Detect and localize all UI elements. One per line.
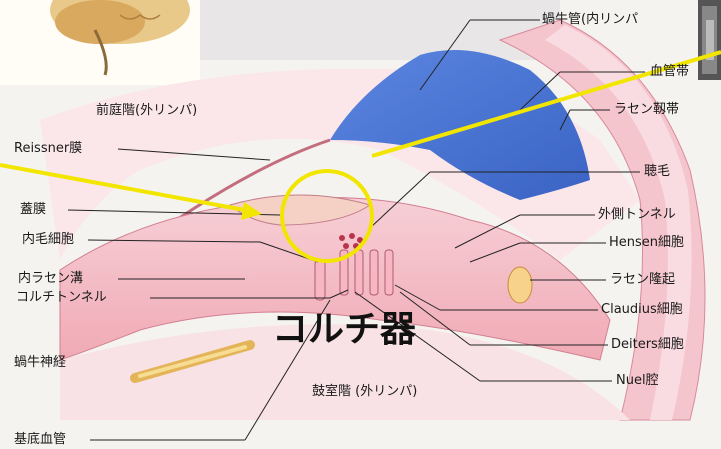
label-inner-spiral-sulcus: 内ラセン溝 (18, 271, 83, 287)
label-tectorial-membrane: 蓋膜 (20, 202, 46, 218)
label-basilar-vessel: 基底血管 (14, 432, 66, 448)
brain-thumbnail (0, 0, 200, 85)
label-hensen-cells: Hensen細胞 (609, 235, 684, 251)
label-nuel-space: Nuel腔 (616, 373, 659, 389)
label-stereocilia: 聴毛 (644, 164, 670, 180)
label-scala-tympani: 鼓室階 (外リンパ) (312, 384, 417, 400)
label-cochlear-duct: 蝸牛管(内リンパ (542, 12, 638, 28)
label-outer-tunnel: 外側トンネル (598, 207, 676, 223)
label-stria-vascularis: 血管帯 (650, 64, 689, 80)
label-spiral-ligament: ラセン靱帯 (614, 102, 679, 118)
background-header-text-area (200, 0, 560, 60)
label-spiral-prominence: ラセン隆起 (610, 272, 675, 288)
label-scala-vestibuli: 前庭階(外リンパ) (96, 103, 197, 119)
label-cochlear-nerve: 蝸牛神経 (14, 355, 66, 371)
label-inner-hair-cell: 内毛細胞 (22, 232, 74, 248)
micrograph-thumbnail (698, 0, 721, 80)
label-claudius-cells: Claudius細胞 (601, 302, 683, 318)
label-reissner-membrane: Reissner膜 (14, 141, 82, 157)
label-organ-of-corti: コルチ器 (272, 310, 416, 350)
label-corti-tunnel: コルチトンネル (16, 290, 107, 306)
spiral-prominence-vessel (508, 267, 532, 303)
label-deiters-cells: Deiters細胞 (611, 337, 684, 353)
